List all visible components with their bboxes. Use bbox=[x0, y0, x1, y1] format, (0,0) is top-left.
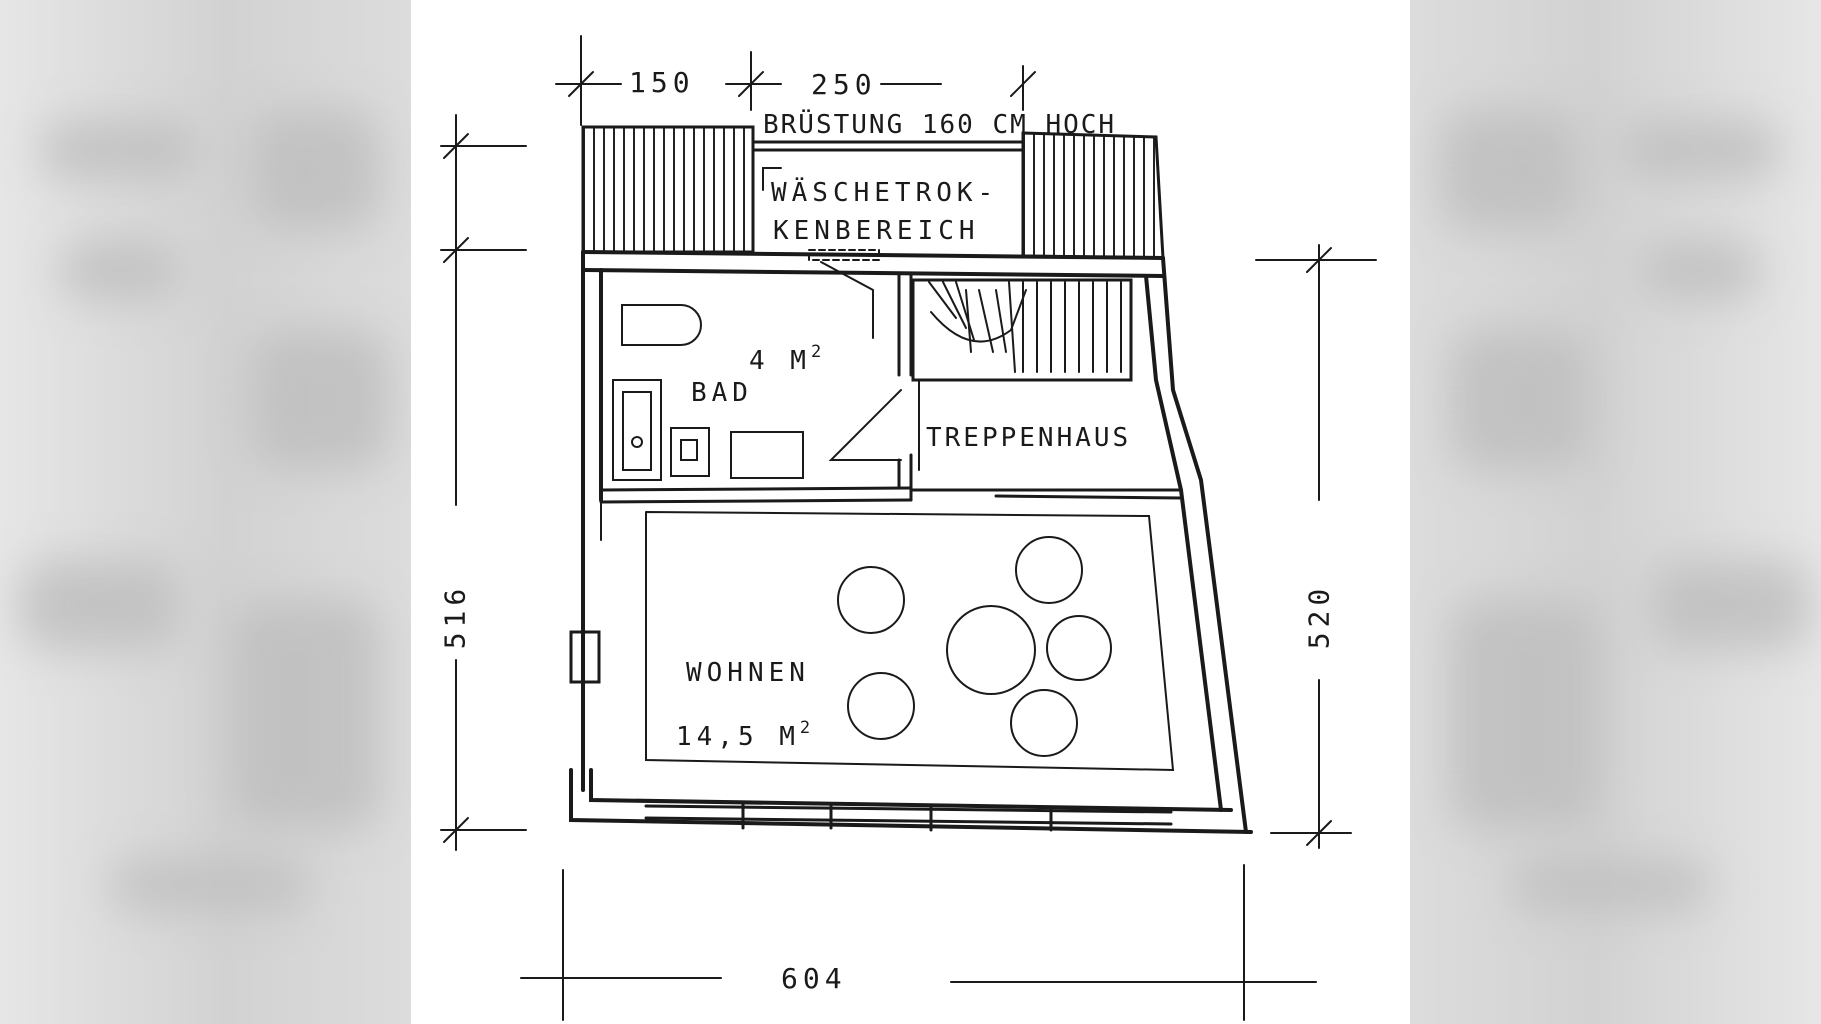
exterior-walls bbox=[569, 250, 1253, 834]
dimension-label-516: 516 bbox=[438, 583, 472, 650]
living-room-furniture bbox=[837, 536, 1112, 757]
bathroom bbox=[599, 261, 913, 504]
parapet-note: BRÜSTUNG 160 CM HOCH bbox=[763, 110, 1117, 140]
floor-plan-drawing bbox=[440, 35, 1377, 1021]
right-dimension-line bbox=[1255, 244, 1377, 849]
laundry-label-line2: KENBEREICH bbox=[773, 216, 980, 246]
laundry-label-line1: WÄSCHETROK- bbox=[771, 178, 999, 208]
stairwell-label: TREPPENHAUS bbox=[926, 423, 1132, 453]
living-area-superscript: 2 bbox=[799, 718, 811, 738]
bath-room-label: BAD bbox=[691, 378, 753, 408]
living-area-value: 14,5 M bbox=[676, 722, 800, 752]
dimension-label-250: 250 bbox=[811, 68, 877, 101]
stairwell bbox=[909, 278, 1183, 500]
floor-plan-sheet: 150 250 BRÜSTUNG 160 CM HOCH WÄSCHETROK-… bbox=[411, 0, 1410, 1024]
left-dimension-line bbox=[440, 114, 527, 851]
blurred-background-left bbox=[0, 0, 411, 1024]
bath-area-value: 4 M bbox=[749, 346, 811, 376]
dimension-label-604: 604 bbox=[781, 962, 847, 995]
balcony bbox=[581, 125, 1165, 261]
living-room-label: WOHNEN bbox=[686, 658, 810, 688]
bath-area-label: 4 M2 bbox=[749, 342, 821, 376]
living-room-floor-outline bbox=[645, 511, 1175, 772]
living-room-windows bbox=[644, 802, 1173, 832]
living-area-label: 14,5 M2 bbox=[676, 718, 810, 752]
blurred-background-right bbox=[1410, 0, 1821, 1024]
bath-area-superscript: 2 bbox=[810, 342, 822, 362]
top-dimension-line bbox=[555, 35, 1036, 126]
dimension-label-150: 150 bbox=[629, 66, 695, 99]
dimension-label-520: 520 bbox=[1302, 583, 1336, 650]
bottom-dimension-line bbox=[520, 864, 1317, 1021]
